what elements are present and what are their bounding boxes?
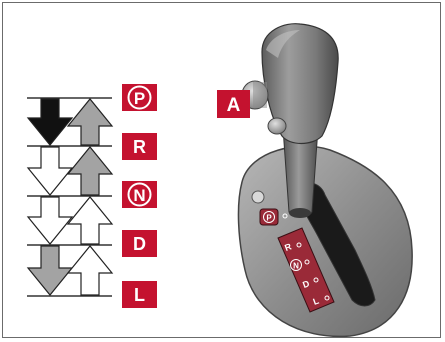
gate-label-l: L <box>312 295 321 306</box>
gear-badge-r: R <box>122 133 157 160</box>
arrow-up-n-r <box>66 146 114 196</box>
down-arrows <box>26 98 74 296</box>
gate-label-n: N <box>293 262 299 271</box>
arrow-down-d-l <box>26 245 74 296</box>
callout-a: A <box>217 90 250 118</box>
callout-label: A <box>227 95 241 116</box>
gear-lines <box>27 97 112 297</box>
arrow-down-n-d <box>26 196 74 245</box>
gear-label-d: D <box>133 234 146 254</box>
gear-label-n: N <box>133 186 145 205</box>
arrow-down-p-r <box>26 98 74 146</box>
gear-label-p: P <box>134 89 145 108</box>
gear-badge-n: N <box>122 181 157 208</box>
gate-label-r: R <box>283 241 293 253</box>
gate-label-p: P <box>266 214 272 223</box>
arrow-down-r-n <box>26 146 74 196</box>
gear-badge-d: D <box>122 230 157 257</box>
arrow-up-l-d <box>66 245 114 296</box>
gear-badge-p: P <box>122 84 157 111</box>
shifter-housing: P R N D L <box>237 145 413 338</box>
gear-label-r: R <box>133 137 146 157</box>
shift-lever[interactable] <box>261 23 339 218</box>
gate-label-d: D <box>301 278 311 290</box>
gear-badge-l: L <box>122 281 157 308</box>
up-arrows <box>66 98 114 296</box>
arrow-up-r-p <box>66 98 114 146</box>
gear-badges: P R N D L <box>122 84 157 308</box>
arrow-up-d-n <box>66 196 114 245</box>
gear-label-l: L <box>134 285 145 305</box>
